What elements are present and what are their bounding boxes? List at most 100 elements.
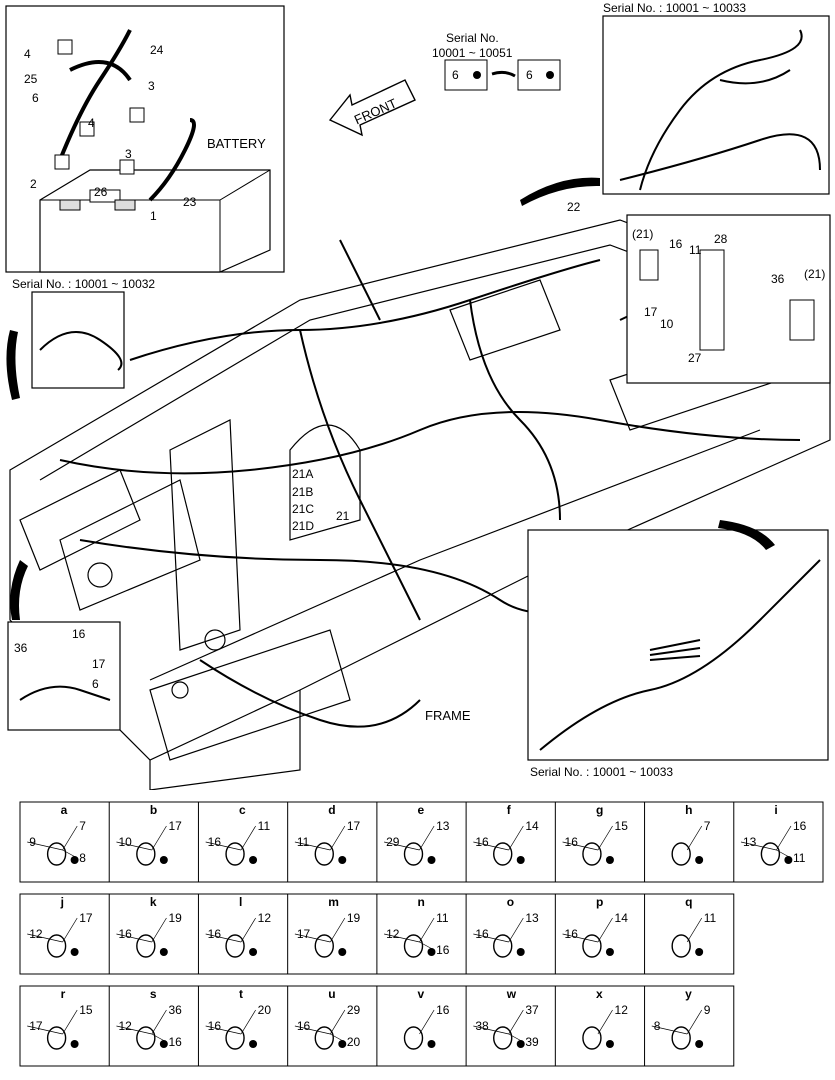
bolt-icon [159,1040,168,1048]
grid-part-number: 16 [436,943,450,957]
grid-cell-key: a [61,803,68,817]
clip-icon [136,1026,156,1050]
serial-bottom-right-inset: Serial No. : 10001 ~ 10033 [527,529,829,779]
leader-line [27,841,63,851]
leader-line [597,1009,613,1035]
grid-part-number: 38 [475,1019,489,1033]
bolt-icon [605,948,614,956]
svg-text:Serial No. : 10001 ~ 10033: Serial No. : 10001 ~ 10033 [530,765,673,779]
grid-cell-key: n [418,895,425,909]
clip-icon [403,842,424,866]
leader-line [419,941,435,951]
svg-text:Serial No. : 10001 ~ 10033: Serial No. : 10001 ~ 10033 [603,1,746,15]
leader-line [329,917,346,943]
leader-line [240,825,256,851]
grid-part-number: 16 [168,1035,182,1049]
leader-line [776,825,792,851]
grid-part-number: 17 [347,819,361,833]
grid-part-number: 10 [118,835,132,849]
svg-text:1: 1 [150,209,157,223]
leader-line [384,933,420,943]
grid-part-number: 16 [565,835,579,849]
svg-text:6: 6 [32,91,39,105]
svg-text:21: 21 [336,509,350,523]
grid-part-number: 16 [208,835,222,849]
leader-line [329,825,346,851]
svg-text:17: 17 [644,305,658,319]
grid-row-frame [19,801,824,883]
bolt-icon [427,948,436,956]
grid-part-number: 12 [29,927,43,941]
grid-part-number: 37 [525,1003,539,1017]
grid-part-number: 11 [297,835,310,849]
clip-icon [225,934,245,958]
main-callouts: 21A 21B 21C 21D 21 22 FRAME [292,200,581,723]
grid-part-number: 14 [525,819,539,833]
grid-part-number: 8 [654,1019,661,1033]
grid-part-number: 29 [386,835,400,849]
grid-part-number: 12 [258,911,272,925]
leader-line [473,841,509,851]
leader-line [240,1009,256,1035]
grid-part-number: 9 [29,835,36,849]
clip-icon [671,842,691,866]
clip-icon [671,934,691,958]
grid-part-number: 11 [793,851,806,865]
leader-line [473,1025,509,1035]
grid-part-number: 13 [743,835,757,849]
grid-cell-key: s [150,987,157,1001]
leader-line [294,841,331,851]
leader-line [384,841,420,851]
grid-part-number: 12 [118,1019,132,1033]
svg-text:25: 25 [24,72,38,86]
svg-text:22: 22 [567,200,581,214]
leader-line [508,1009,524,1035]
leader-line [151,1033,167,1043]
clip-icon [403,1026,424,1050]
svg-text:6: 6 [526,68,533,82]
bolt-icon [338,1040,347,1048]
clip-icon [314,842,334,866]
grid-part-number: 17 [297,927,311,941]
leader-line [151,917,167,943]
bolt-icon [338,856,347,864]
grid-part-number: 7 [704,819,711,833]
svg-text:16: 16 [72,627,86,641]
leader-line [508,825,524,851]
leader-line [419,1009,435,1035]
svg-text:6: 6 [92,677,99,691]
svg-text:3: 3 [125,147,132,161]
svg-text:10: 10 [660,317,674,331]
leader-line [116,933,152,943]
grid-part-number: 16 [436,1003,450,1017]
bolt-icon [427,856,436,864]
leader-line [508,917,524,943]
leader-line [597,917,613,943]
svg-text:26: 26 [94,185,108,199]
clip-icon [582,842,602,866]
grid-part-number: 13 [436,819,450,833]
bolt-icon [695,1040,704,1048]
grid-part-number: 16 [565,927,579,941]
svg-text:Serial No.: Serial No. [446,31,499,45]
grid-part-number: 9 [704,1003,711,1017]
svg-text:36: 36 [771,272,785,286]
grid-cell-key: l [239,895,242,909]
grid-part-number: 16 [208,1019,222,1033]
grid-part-number: 12 [615,1003,629,1017]
svg-text:21C: 21C [292,502,314,516]
clip-icon [314,1026,334,1050]
bolt-icon [784,856,793,864]
leader-line [740,841,777,851]
leader-line [597,825,613,851]
leader-line [62,825,78,851]
leader-line [151,825,167,851]
grid-part-number: 17 [79,911,93,925]
grid-part-number: 7 [79,819,86,833]
clip-icon [403,934,424,958]
leader-line [562,841,599,851]
svg-text:3: 3 [148,79,155,93]
svg-text:28: 28 [714,232,728,246]
grid-cell-key: w [506,987,517,1001]
svg-text:11: 11 [689,243,702,257]
